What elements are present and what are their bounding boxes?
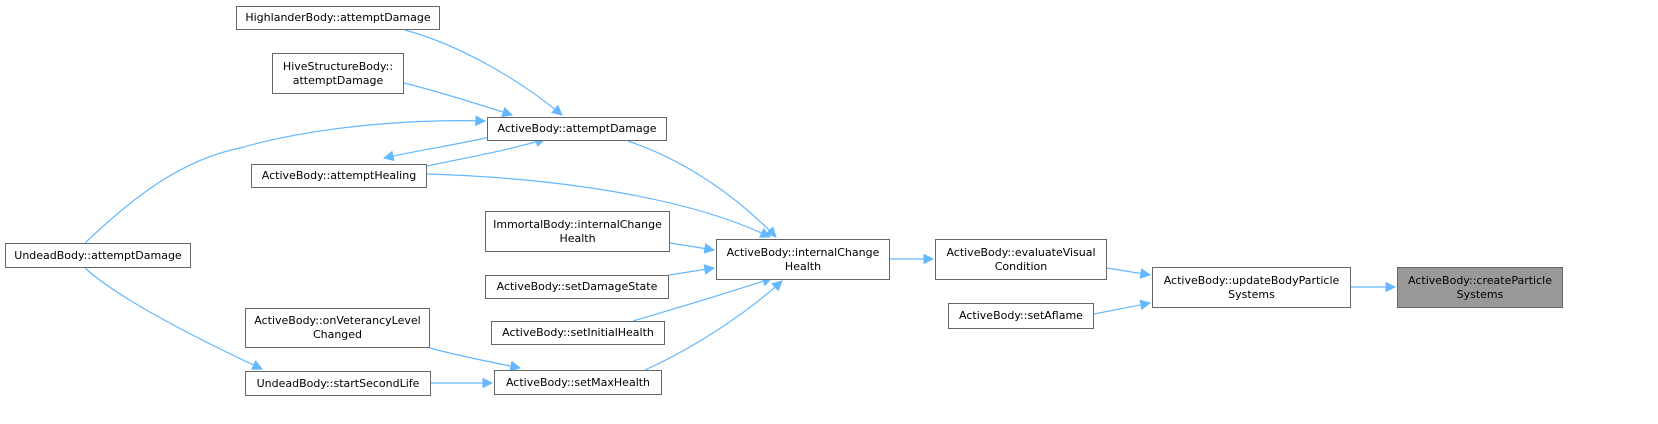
edge-setaflame-to-update	[1093, 299, 1152, 315]
node-set-initial-health[interactable]: ActiveBody::setInitialHealth	[491, 321, 665, 345]
edge-setdmgstate-to-internal	[668, 264, 716, 276]
node-active-attempt-damage[interactable]: ActiveBody::attemptDamage	[487, 117, 667, 141]
edge-hive-to-attemptdmg	[403, 82, 514, 118]
node-set-aflame[interactable]: ActiveBody::setAflame	[948, 303, 1094, 329]
edge-attemptheal-to-internal	[426, 173, 771, 238]
node-highlander-attempt-damage[interactable]: HighlanderBody::attemptDamage	[236, 6, 440, 30]
edge-attemptdmg-to-internal	[627, 140, 777, 238]
node-create-particle-systems[interactable]: ActiveBody::createParticle Systems	[1397, 267, 1563, 308]
node-undead-attempt-damage[interactable]: UndeadBody::attemptDamage	[5, 243, 191, 268]
edge-setmax-to-internal	[644, 280, 783, 371]
node-immortal-internal-change-health[interactable]: ImmortalBody::internalChange Health	[485, 211, 670, 252]
node-set-damage-state[interactable]: ActiveBody::setDamageState	[485, 275, 669, 299]
edge-evaluate-to-update	[1106, 267, 1152, 279]
node-set-max-health[interactable]: ActiveBody::setMaxHealth	[494, 370, 662, 395]
edge-undeaddmg-to-attemptdmg	[84, 115, 487, 244]
edge-highlander-to-attemptdmg	[404, 29, 563, 116]
edge-veterancy-to-setmax	[429, 347, 522, 372]
node-on-veterancy-level-changed[interactable]: ActiveBody::onVeterancyLevel Changed	[245, 308, 430, 348]
edge-attemptheal-to-attemptdmg	[426, 136, 547, 167]
node-evaluate-visual-condition[interactable]: ActiveBody::evaluateVisual Condition	[935, 239, 1107, 280]
edge-immortal-to-internal	[669, 242, 716, 254]
node-hive-structure-attempt-damage[interactable]: HiveStructureBody:: attemptDamage	[272, 53, 404, 94]
node-active-attempt-healing[interactable]: ActiveBody::attemptHealing	[251, 164, 427, 188]
node-update-body-particle-systems[interactable]: ActiveBody::updateBodyParticle Systems	[1152, 267, 1351, 308]
edge-attemptdmg-to-attemptheal	[382, 136, 491, 162]
edge-undeaddmg-to-secondlife	[84, 267, 263, 370]
edge-setinit-to-internal	[632, 276, 774, 322]
node-start-second-life[interactable]: UndeadBody::startSecondLife	[245, 371, 431, 396]
node-internal-change-health[interactable]: ActiveBody::internalChange Health	[716, 239, 890, 280]
